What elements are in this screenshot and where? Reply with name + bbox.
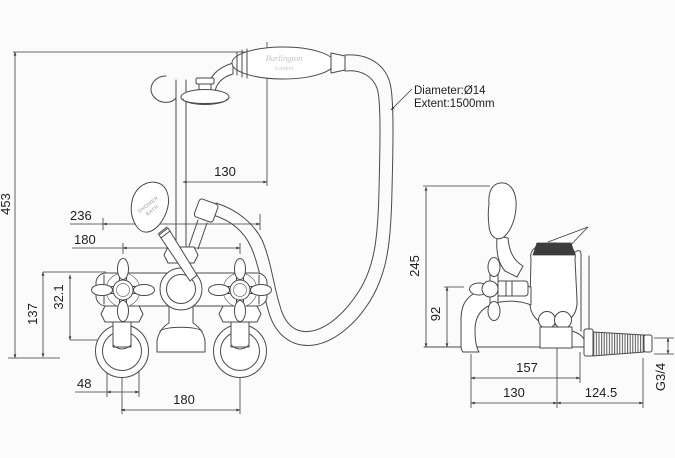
diverter-hub-inner [166, 274, 196, 304]
cross-lobe [234, 258, 246, 280]
handset-collar [195, 77, 215, 85]
lever-arm-side [496, 235, 524, 278]
shower-head [180, 89, 230, 105]
lever-collar [157, 226, 168, 235]
hose-inner [215, 70, 381, 333]
hose-leader-note: Diameter:Ø14 Extent:1500mm [390, 85, 495, 111]
side-cross-handle [469, 257, 529, 321]
indice-cap [481, 280, 499, 298]
hose-union [193, 198, 219, 223]
cross-lobe [117, 300, 129, 322]
front-view: Burlington London [91, 46, 394, 378]
dim-label-236: 236 [70, 208, 92, 223]
union-nut [554, 311, 572, 329]
brand-name: Burlington [266, 53, 303, 63]
hose-end-thread [643, 334, 653, 353]
indice-ring [233, 283, 247, 297]
cross-lobe [91, 284, 113, 296]
dim-label-157: 157 [516, 360, 538, 375]
flexible-hose-ribbed [592, 331, 645, 357]
brand-city: London [274, 66, 293, 72]
hose-note-line2: Extent:1500mm [414, 98, 495, 110]
dim-label-180-top: 180 [74, 232, 96, 247]
spout-bell-line [159, 326, 203, 332]
hose-elbow [571, 330, 586, 343]
dim-label-130: 130 [214, 164, 236, 179]
dim-label-180-bottom: 180 [173, 392, 195, 407]
dim-label-48: 48 [77, 376, 91, 391]
cold-valve-handle [208, 258, 272, 322]
down-pipe [539, 326, 573, 349]
dim-label-137: 137 [25, 303, 40, 325]
lever-collar [160, 230, 171, 239]
shower-head-rim [182, 98, 228, 104]
cross-lobe [133, 284, 155, 296]
cross-lobe [250, 284, 272, 296]
cross-lobe [208, 284, 230, 296]
hose-note-line1: Diameter:Ø14 [414, 85, 486, 97]
hose-union-nut [193, 198, 219, 223]
union-nut [538, 311, 556, 329]
pipe-end-arc [112, 344, 132, 350]
dim-label-453: 453 [0, 193, 13, 215]
diverter-cap-hatched [532, 242, 576, 256]
dim-label-g34: G3/4 [653, 363, 668, 391]
side-view [460, 182, 653, 357]
hose-cone [330, 52, 346, 74]
cradle-hook [150, 75, 177, 103]
cross-lobe [487, 301, 501, 321]
front-dimensions: 453 130 236 180 137 32.1 48 [0, 42, 268, 414]
indice-ring [116, 283, 130, 297]
cross-lobe [234, 300, 246, 322]
hose-union-stem [197, 222, 208, 250]
hose-flange [583, 328, 594, 357]
diverter-lever-tip [130, 181, 170, 233]
spout-front [156, 305, 206, 353]
diverter-flip-outline [547, 226, 589, 253]
dim-label-245: 245 [407, 255, 422, 277]
left-leg [95, 305, 149, 378]
dim-label-92: 92 [428, 307, 443, 321]
hose-drop [574, 250, 582, 332]
leader-line [390, 88, 413, 111]
lever-tip-side [487, 182, 517, 240]
cross-lobe [487, 257, 501, 277]
diverter-lever-arm [158, 227, 198, 282]
dim-label-124-5: 124.5 [585, 385, 618, 400]
cross-lobe [117, 258, 129, 280]
hose-union-stem [188, 219, 199, 247]
dim-label-130-side: 130 [503, 385, 525, 400]
pipe-end-arc [230, 344, 250, 350]
dim-label-32-1: 32.1 [51, 284, 66, 309]
hose-outer [212, 54, 394, 346]
hot-valve-handle [91, 258, 155, 322]
